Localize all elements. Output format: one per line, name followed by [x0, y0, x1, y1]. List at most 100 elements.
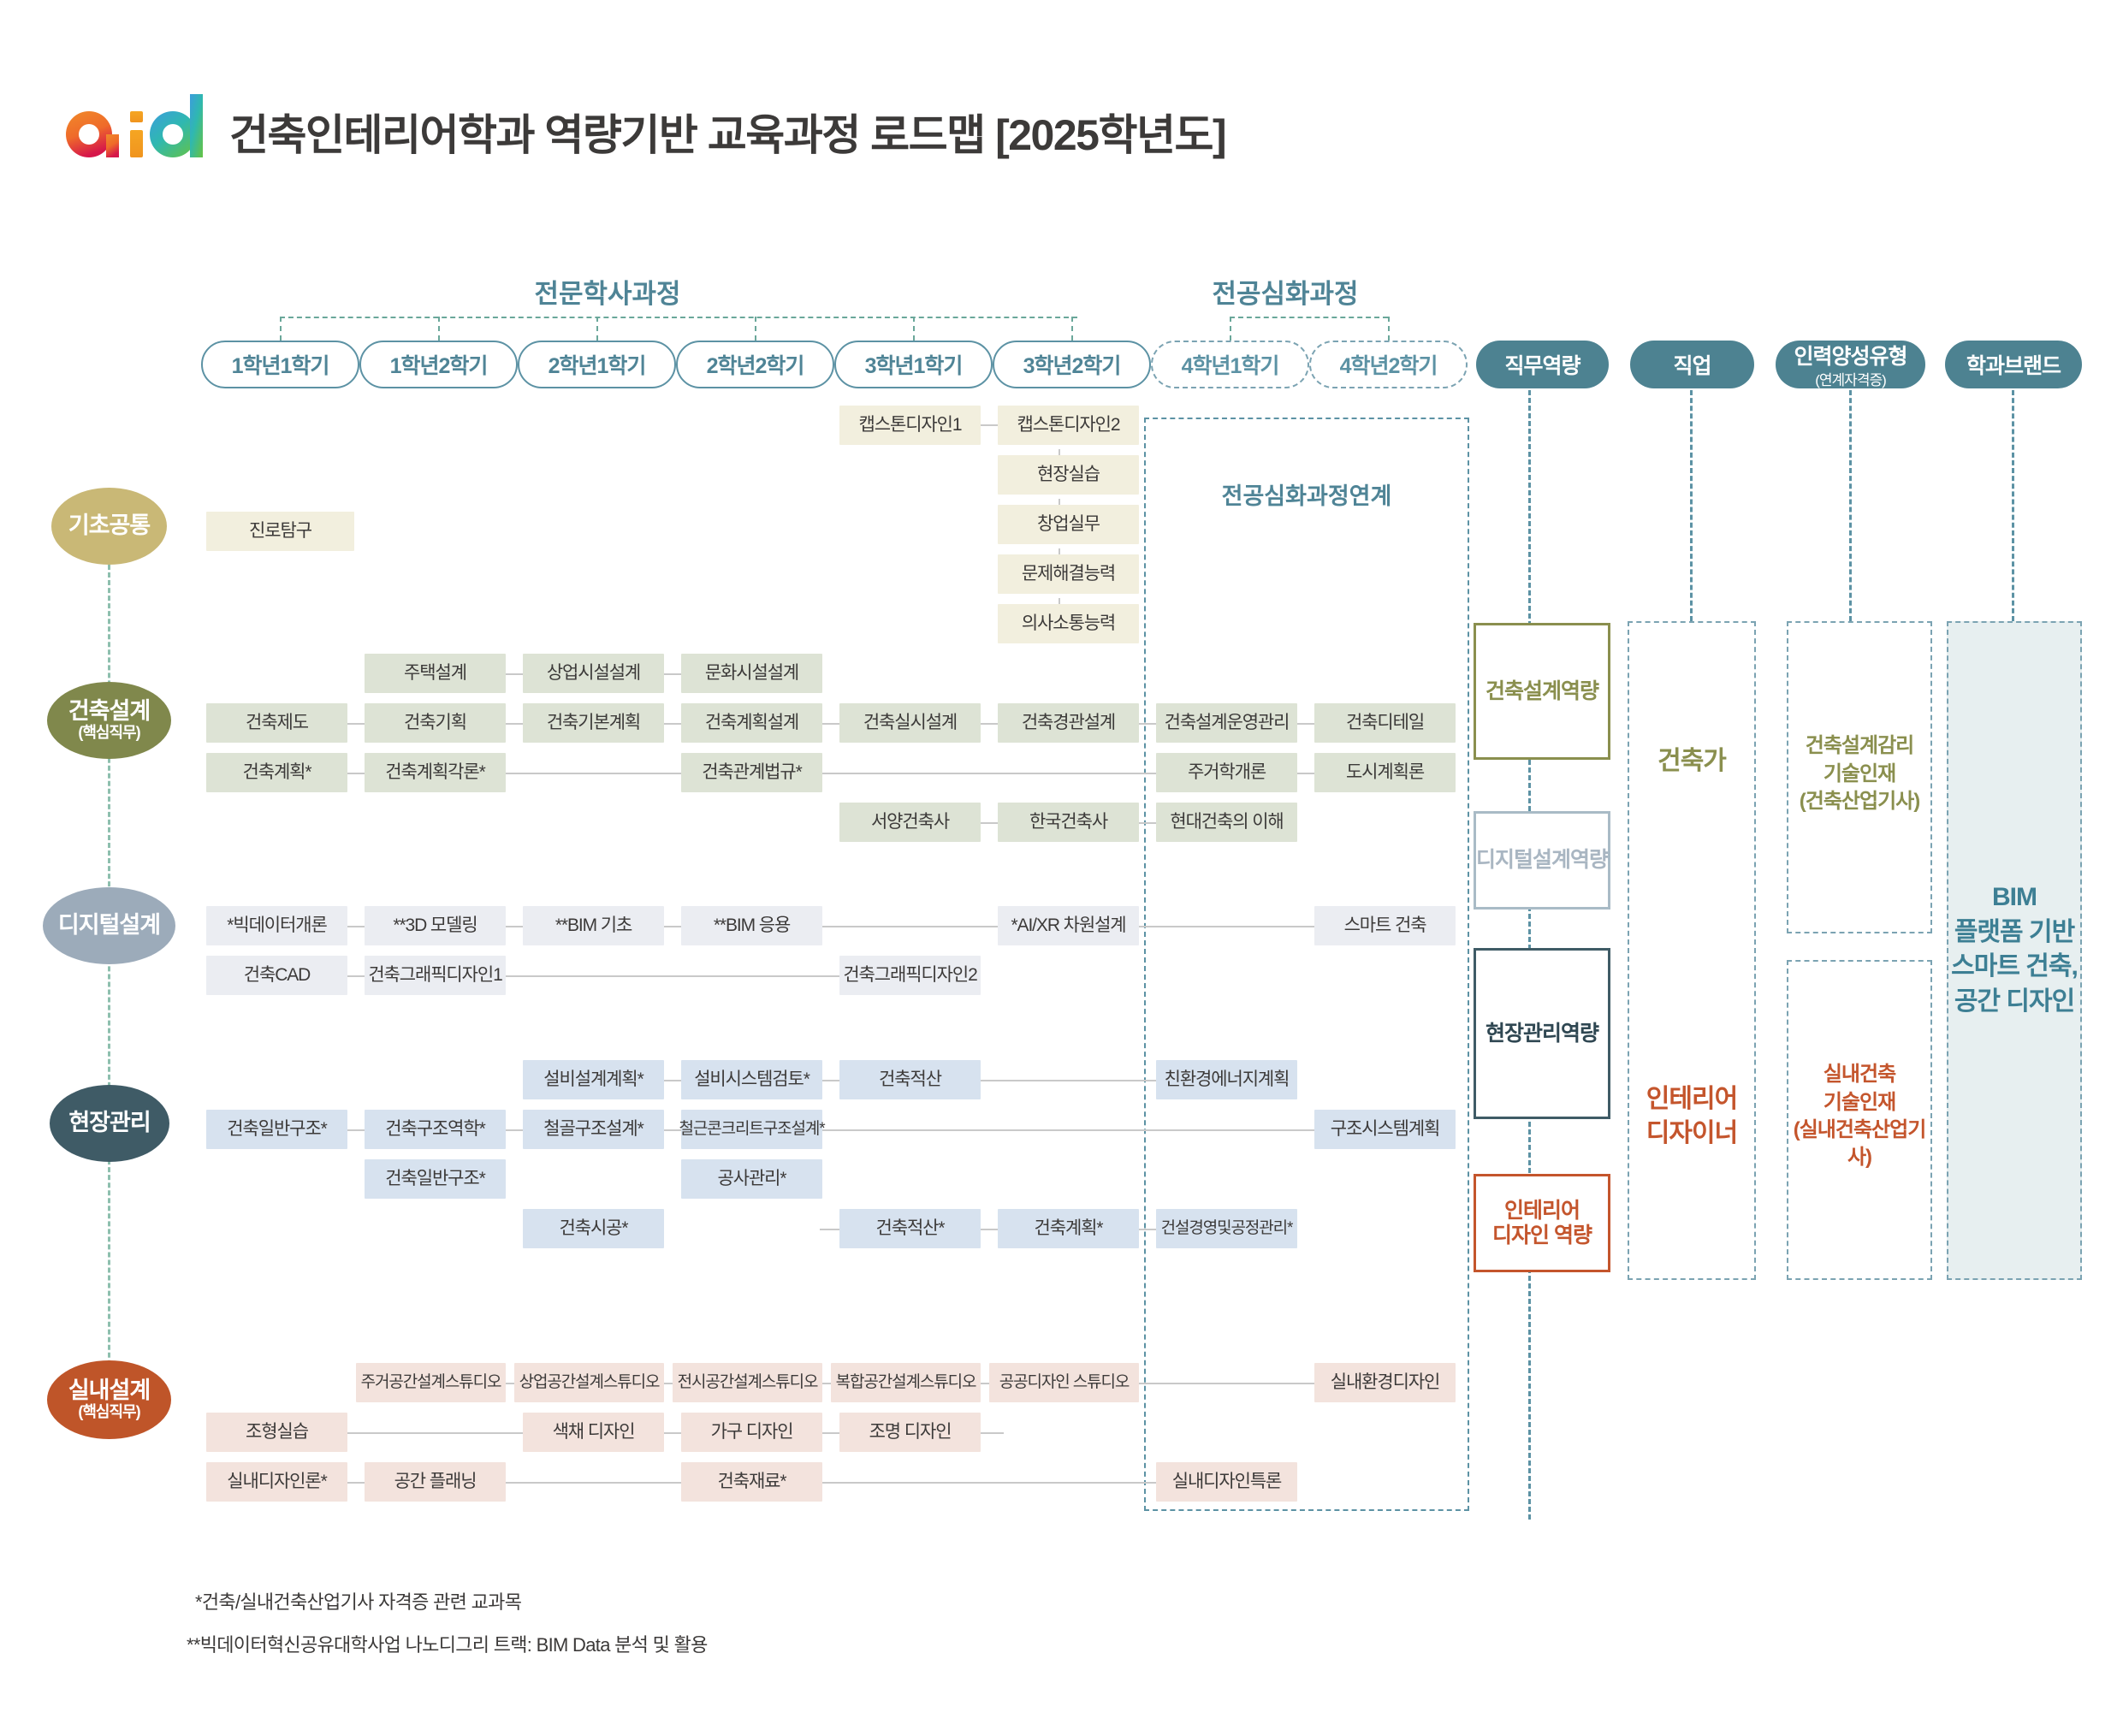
course-chip[interactable]: 의사소통능력: [998, 604, 1139, 643]
connector: [345, 1432, 687, 1434]
course-chip[interactable]: 설비설계계획*: [523, 1060, 664, 1099]
aid-logo: [53, 92, 224, 169]
course-chip[interactable]: 건축관계법규*: [681, 753, 822, 792]
connector: [1136, 1383, 1320, 1384]
competency-box-digital-design[interactable]: 디지털설계역량: [1474, 811, 1610, 909]
course-chip[interactable]: 창업실무: [998, 505, 1139, 544]
competency-box-interior-design[interactable]: 인테리어 디자인 역량: [1474, 1174, 1610, 1272]
course-chip[interactable]: 건축적산*: [839, 1209, 981, 1248]
course-chip[interactable]: 공사관리*: [681, 1159, 822, 1199]
connector: [503, 1482, 687, 1484]
semester-pill-2[interactable]: 1학년2학기: [359, 341, 518, 388]
course-chip[interactable]: *AI/XR 차원설계: [998, 906, 1139, 945]
header-pill-job-competency[interactable]: 직무역량: [1476, 341, 1609, 388]
course-chip[interactable]: 공공디자인 스튜디오: [989, 1363, 1139, 1402]
course-chip[interactable]: 친환경에너지계획: [1156, 1060, 1297, 1099]
course-chip[interactable]: 한국건축사: [998, 803, 1139, 842]
course-chip[interactable]: 주택설계: [365, 654, 506, 693]
course-chip[interactable]: 건축CAD: [206, 956, 347, 995]
connector: [345, 975, 371, 977]
course-chip[interactable]: 건축구조역학*: [365, 1110, 506, 1149]
course-chip[interactable]: 건축재료*: [681, 1462, 822, 1502]
course-chip[interactable]: 건축실시설계: [839, 703, 981, 743]
course-chip[interactable]: 조형실습: [206, 1413, 347, 1452]
connector: [820, 926, 1004, 927]
semester-pill-6[interactable]: 3학년2학기: [993, 341, 1151, 388]
course-chip[interactable]: 철골구조설계*: [523, 1110, 664, 1149]
course-chip[interactable]: 철근콘크리트구조설계*: [679, 1110, 826, 1149]
talent-architecture-title: 건축설계감리 기술인재: [1805, 734, 1914, 785]
semester-pill-4[interactable]: 2학년2학기: [676, 341, 834, 388]
course-chip[interactable]: 실내환경디자인: [1314, 1363, 1456, 1402]
course-chip[interactable]: **BIM 기초: [523, 906, 664, 945]
course-chip[interactable]: 문제해결능력: [998, 554, 1139, 594]
course-chip[interactable]: 서양건축사: [839, 803, 981, 842]
course-chip[interactable]: 건축그래픽디자인2: [839, 956, 981, 995]
row-label-digital-design: 디지털설계: [43, 887, 175, 964]
course-chip[interactable]: 건축그래픽디자인1: [365, 956, 506, 995]
course-chip[interactable]: 건축시공*: [523, 1209, 664, 1248]
competency-box-site-management[interactable]: 현장관리역량: [1474, 948, 1610, 1119]
semester-pill-1[interactable]: 1학년1학기: [201, 341, 359, 388]
course-chip[interactable]: 문화시설설계: [681, 654, 822, 693]
semester-pill-5[interactable]: 3학년1학기: [834, 341, 993, 388]
course-chip[interactable]: 상업시설설계: [523, 654, 664, 693]
competency-box-arch-design[interactable]: 건축설계역량: [1474, 623, 1610, 760]
row-label-arch-design: 건축설계 (핵심직무): [47, 682, 171, 759]
course-chip[interactable]: **BIM 응용: [681, 906, 822, 945]
semester-pill-3[interactable]: 2학년1학기: [518, 341, 676, 388]
course-chip[interactable]: 건축기본계획: [523, 703, 664, 743]
course-chip[interactable]: 캡스톤디자인1: [839, 406, 981, 445]
header-pill-label: 직업: [1673, 354, 1711, 378]
course-chip[interactable]: 캡스톤디자인2: [998, 406, 1139, 445]
course-chip[interactable]: 건설경영및공정관리*: [1156, 1209, 1297, 1248]
course-chip[interactable]: 건축일반구조*: [365, 1159, 506, 1199]
course-chip[interactable]: 건축제도: [206, 703, 347, 743]
course-chip[interactable]: 스마트 건축: [1314, 906, 1456, 945]
course-chip[interactable]: 건축계획*: [206, 753, 347, 792]
semester-pill-8[interactable]: 4학년2학기: [1309, 341, 1468, 388]
connector: [1136, 723, 1162, 725]
course-chip[interactable]: 실내디자인론*: [206, 1462, 347, 1502]
course-chip[interactable]: 건축적산: [839, 1060, 981, 1099]
header-pill-label: 학과브랜드: [1966, 354, 2061, 378]
course-chip[interactable]: 건축계획*: [998, 1209, 1139, 1248]
course-chip[interactable]: 현대건축의 이해: [1156, 803, 1297, 842]
course-chip[interactable]: 구조시스템계획: [1314, 1110, 1456, 1149]
brand-line-1: BIM: [1992, 883, 2037, 911]
connector: [345, 773, 371, 774]
course-chip[interactable]: **3D 모델링: [365, 906, 506, 945]
connector: [978, 1432, 1004, 1434]
course-chip[interactable]: 색채 디자인: [523, 1413, 664, 1452]
course-chip[interactable]: 조명 디자인: [839, 1413, 981, 1452]
course-chip[interactable]: 설비시스템검토*: [681, 1060, 822, 1099]
course-chip[interactable]: 주거학개론: [1156, 753, 1297, 792]
course-chip[interactable]: 건축설계운영관리: [1156, 703, 1297, 743]
course-chip[interactable]: 가구 디자인: [681, 1413, 822, 1452]
course-chip[interactable]: 실내디자인특론: [1156, 1462, 1297, 1502]
course-chip[interactable]: 도시계획론: [1314, 753, 1456, 792]
course-chip[interactable]: 전시공간설계스튜디오: [673, 1363, 822, 1402]
course-chip[interactable]: 진로탐구: [206, 512, 354, 551]
row-label-name: 건축설계: [68, 698, 151, 725]
course-chip[interactable]: 건축디테일: [1314, 703, 1456, 743]
course-chip[interactable]: 상업공간설계스튜디오: [514, 1363, 664, 1402]
course-chip[interactable]: 건축경관설계: [998, 703, 1139, 743]
course-chip[interactable]: 건축기획: [365, 703, 506, 743]
course-chip[interactable]: 건축계획설계: [681, 703, 822, 743]
connector: [345, 1482, 371, 1484]
course-chip[interactable]: 공간 플래닝: [365, 1462, 506, 1502]
header-pill-occupation[interactable]: 직업: [1630, 341, 1754, 388]
course-chip[interactable]: 현장실습: [998, 455, 1139, 495]
connector: [345, 926, 371, 927]
course-chip[interactable]: 건축일반구조*: [206, 1110, 347, 1149]
course-chip[interactable]: 건축계획각론*: [365, 753, 506, 792]
course-chip[interactable]: *빅데이터개론: [206, 906, 347, 945]
header-pill-brand[interactable]: 학과브랜드: [1945, 341, 2082, 388]
course-chip[interactable]: 주거공간설계스튜디오: [356, 1363, 506, 1402]
course-chip[interactable]: 복합공간설계스튜디오: [831, 1363, 981, 1402]
deep-major-link-label: 전공심화과정연계: [1221, 483, 1392, 509]
header-pill-talent-type[interactable]: 인력양성유형 (연계자격증): [1776, 341, 1925, 388]
connector: [503, 926, 529, 927]
semester-pill-7[interactable]: 4학년1학기: [1151, 341, 1309, 388]
